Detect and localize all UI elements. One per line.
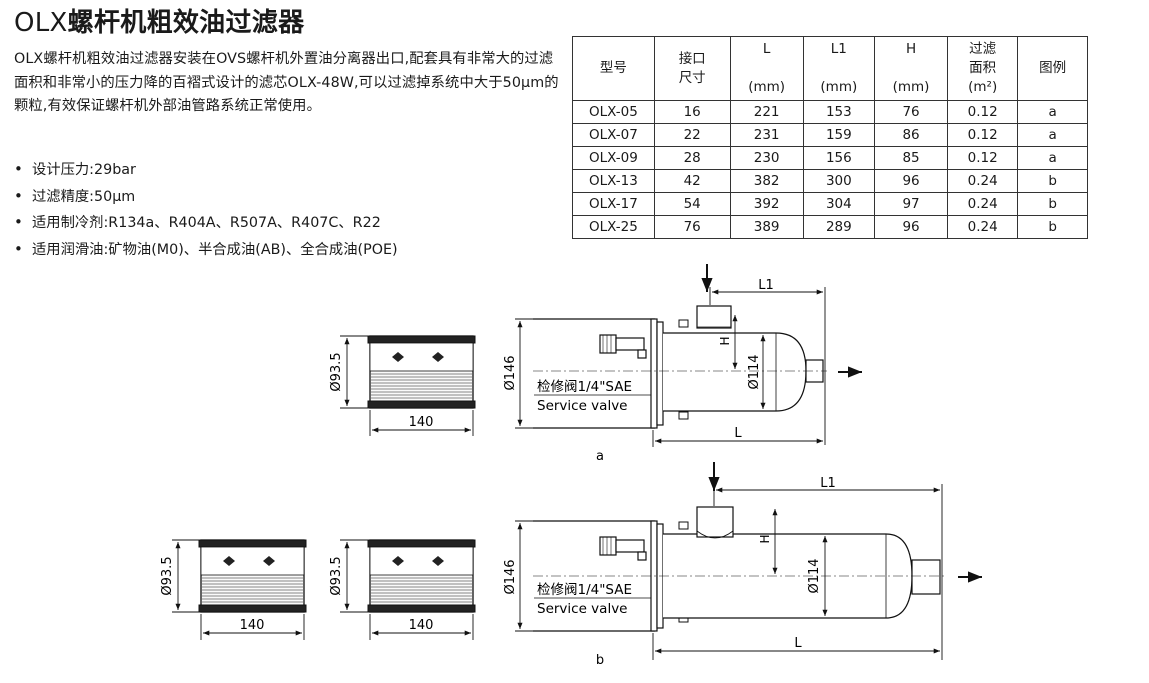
- cell-size: 54: [653, 192, 731, 216]
- cell-figure: a: [1017, 100, 1088, 124]
- cell-H: 96: [873, 169, 949, 193]
- l1-label-a: L1: [758, 278, 774, 293]
- cell-figure: a: [1017, 146, 1088, 170]
- filter-element-b2: [367, 539, 476, 613]
- cell-L: 231: [729, 123, 804, 147]
- caption-b: b: [596, 653, 604, 668]
- cell-model: OLX-17: [572, 192, 655, 216]
- filter-element-b1: [198, 539, 307, 613]
- l-label-b: L: [794, 636, 802, 651]
- cell-size: 76: [653, 215, 731, 239]
- cell-size: 22: [653, 123, 731, 147]
- h-label-a: H: [718, 336, 732, 345]
- spec-refrigerants: 适用制冷剂:R134a、R404A、R507A、R407C、R22: [14, 210, 398, 237]
- spec-list: 设计压力:29bar 过滤精度:50μm 适用制冷剂:R134a、R404A、R…: [14, 157, 398, 263]
- cell-L: 389: [729, 215, 804, 239]
- element-length-label-b2: 140: [409, 618, 434, 633]
- intro-paragraph: OLX螺杆机粗效油过滤器安装在OVS螺杆机外置油分离器出口,配套具有非常大的过滤…: [14, 51, 559, 114]
- filter-housing-a: [515, 305, 827, 429]
- header-filter-area: 过滤面积(m²): [947, 36, 1019, 101]
- element-diameter-label-b2: Ø93.5: [329, 556, 344, 595]
- header-H: H(mm): [873, 36, 949, 101]
- spec-design-pressure: 设计压力:29bar: [14, 157, 398, 184]
- flow-arrows-a: [701, 264, 862, 378]
- l-label-a: L: [734, 426, 742, 441]
- service-valve-en-b: Service valve: [537, 601, 628, 617]
- table-header-row: 型号 接口尺寸 L(mm) L1(mm) H(mm) 过滤面积(m²) 图例: [572, 36, 1088, 101]
- title-cjk: 螺杆机粗效油过滤器: [67, 8, 305, 38]
- cell-L1: 289: [802, 215, 875, 239]
- spec-table: 型号 接口尺寸 L(mm) L1(mm) H(mm) 过滤面积(m²) 图例 O…: [572, 36, 1088, 239]
- filter-element-a: [367, 335, 476, 409]
- cell-model: OLX-25: [572, 215, 655, 239]
- flow-arrows-b: [708, 462, 982, 583]
- cell-area: 0.24: [947, 215, 1019, 239]
- cell-L1: 153: [802, 100, 875, 124]
- cell-size: 28: [653, 146, 731, 170]
- element-diameter-label-a: Ø93.5: [329, 352, 344, 391]
- spec-filter-precision: 过滤精度:50μm: [14, 184, 398, 211]
- cell-L: 221: [729, 100, 804, 124]
- body-diameter-label-a: Ø114: [747, 354, 762, 389]
- spec-lubricants: 适用润滑油:矿物油(M0)、半合成油(AB)、全合成油(POE): [14, 237, 398, 264]
- cell-L: 230: [729, 146, 804, 170]
- service-valve-en-a: Service valve: [537, 398, 628, 414]
- header-L1: L1(mm): [802, 36, 875, 101]
- page-title: OLX螺杆机粗效油过滤器: [14, 2, 304, 39]
- cell-H: 96: [873, 215, 949, 239]
- figure-b: Ø93.5 140 Ø93.5 140: [160, 462, 982, 668]
- cell-L1: 304: [802, 192, 875, 216]
- h-label-b: H: [758, 534, 772, 543]
- element-length-label-a: 140: [409, 415, 434, 430]
- service-valve-cn-a: 检修阀1/4"SAE: [537, 379, 632, 395]
- element-diameter-label-b1: Ø93.5: [160, 556, 175, 595]
- caption-a: a: [596, 449, 604, 464]
- cell-area: 0.12: [947, 146, 1019, 170]
- cell-H: 97: [873, 192, 949, 216]
- body-diameter-label-b: Ø114: [807, 558, 822, 593]
- header-L: L(mm): [729, 36, 804, 101]
- cell-figure: a: [1017, 123, 1088, 147]
- housing-diameter-label-b: Ø146: [503, 559, 518, 594]
- header-model: 型号: [572, 36, 655, 101]
- cell-figure: b: [1017, 215, 1088, 239]
- cell-L1: 300: [802, 169, 875, 193]
- cell-L1: 156: [802, 146, 875, 170]
- element-dimensions-b: [172, 539, 474, 640]
- logo-mark-icon: [392, 556, 444, 566]
- service-valve-cn-b: 检修阀1/4"SAE: [537, 582, 632, 598]
- housing-dimensions-b: [534, 484, 943, 660]
- element-dimensions-a: [340, 335, 474, 436]
- cell-model: OLX-05: [572, 100, 655, 124]
- logo-mark-icon: [392, 352, 444, 362]
- cell-model: OLX-09: [572, 146, 655, 170]
- logo-mark-icon: [223, 556, 275, 566]
- figure-a: Ø93.5 140: [329, 264, 862, 464]
- title-latin: OLX: [14, 8, 68, 38]
- l1-label-b: L1: [820, 476, 836, 491]
- housing-dimensions-a: [534, 287, 826, 447]
- header-figure: 图例: [1017, 36, 1088, 101]
- cell-L: 382: [729, 169, 804, 193]
- cell-figure: b: [1017, 192, 1088, 216]
- housing-diameter-label-a: Ø146: [503, 355, 518, 390]
- element-length-label-b1: 140: [240, 618, 265, 633]
- filter-housing-b: [515, 506, 945, 632]
